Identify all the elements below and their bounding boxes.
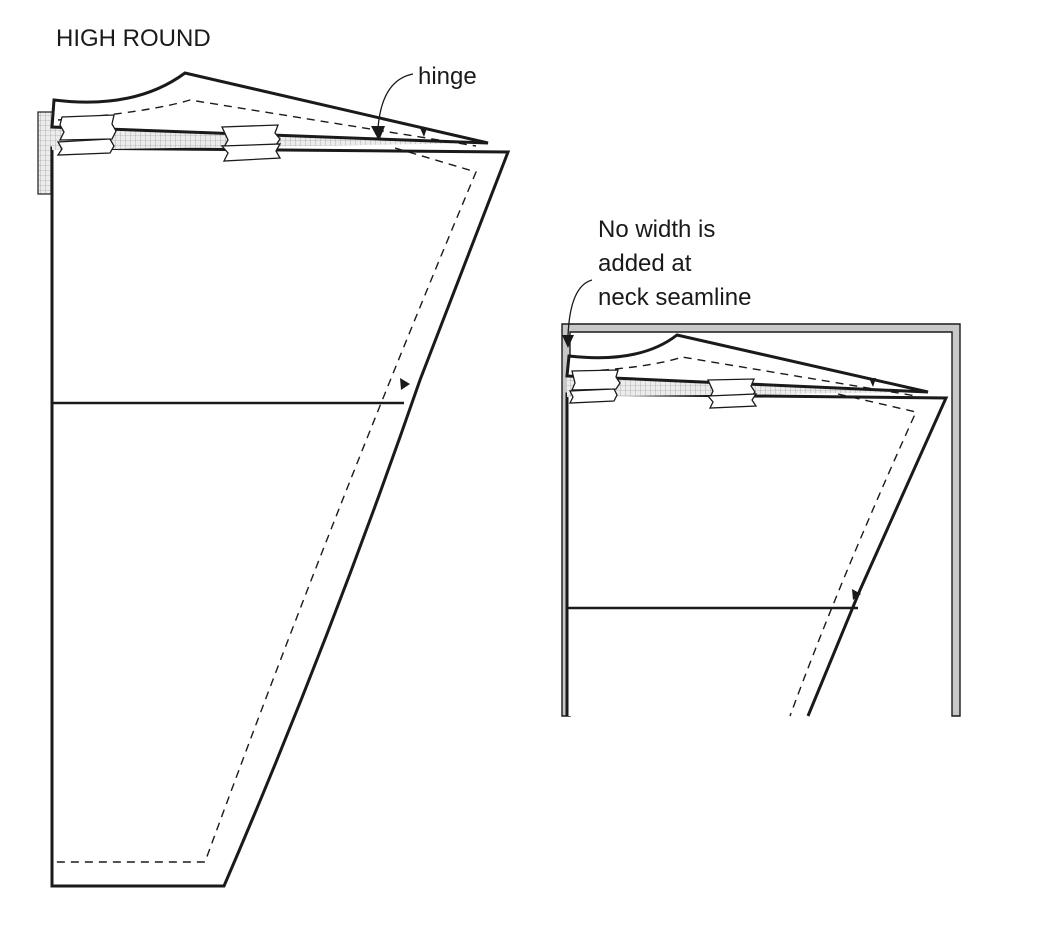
hinge-label: hinge xyxy=(418,63,477,90)
hinge-arrow-head xyxy=(371,126,385,141)
hinge-arrow-icon xyxy=(377,73,414,129)
right-tape-2 xyxy=(706,378,758,409)
right-seam-body xyxy=(789,393,917,717)
right-tape-1 xyxy=(568,369,621,404)
neck-arrow-head xyxy=(562,335,574,348)
right-notch-side xyxy=(852,589,861,600)
left-yoke-outline xyxy=(50,71,489,145)
left-notch-top xyxy=(420,128,427,137)
neck-annotation-line-3: neck seamline xyxy=(598,284,751,311)
left-notch-side xyxy=(400,378,410,390)
neck-arrow-icon xyxy=(567,279,593,337)
right-pattern-piece: No width is added at neck seamline xyxy=(561,216,961,717)
right-body-outline xyxy=(565,392,949,717)
left-tape-1 xyxy=(56,114,117,156)
left-tape-2 xyxy=(220,124,282,162)
left-seam-body xyxy=(52,147,477,863)
right-added-tissue xyxy=(561,323,961,717)
neck-annotation-line-2: added at xyxy=(598,250,692,277)
diagram-title: HIGH ROUND xyxy=(56,25,211,52)
left-seam-allowance xyxy=(57,99,477,147)
right-notch-top xyxy=(869,378,876,387)
neck-annotation-line-1: No width is xyxy=(598,216,715,243)
left-pattern-piece: hinge xyxy=(37,63,511,888)
left-body-outline xyxy=(50,146,511,888)
right-yoke-outline xyxy=(565,333,929,394)
